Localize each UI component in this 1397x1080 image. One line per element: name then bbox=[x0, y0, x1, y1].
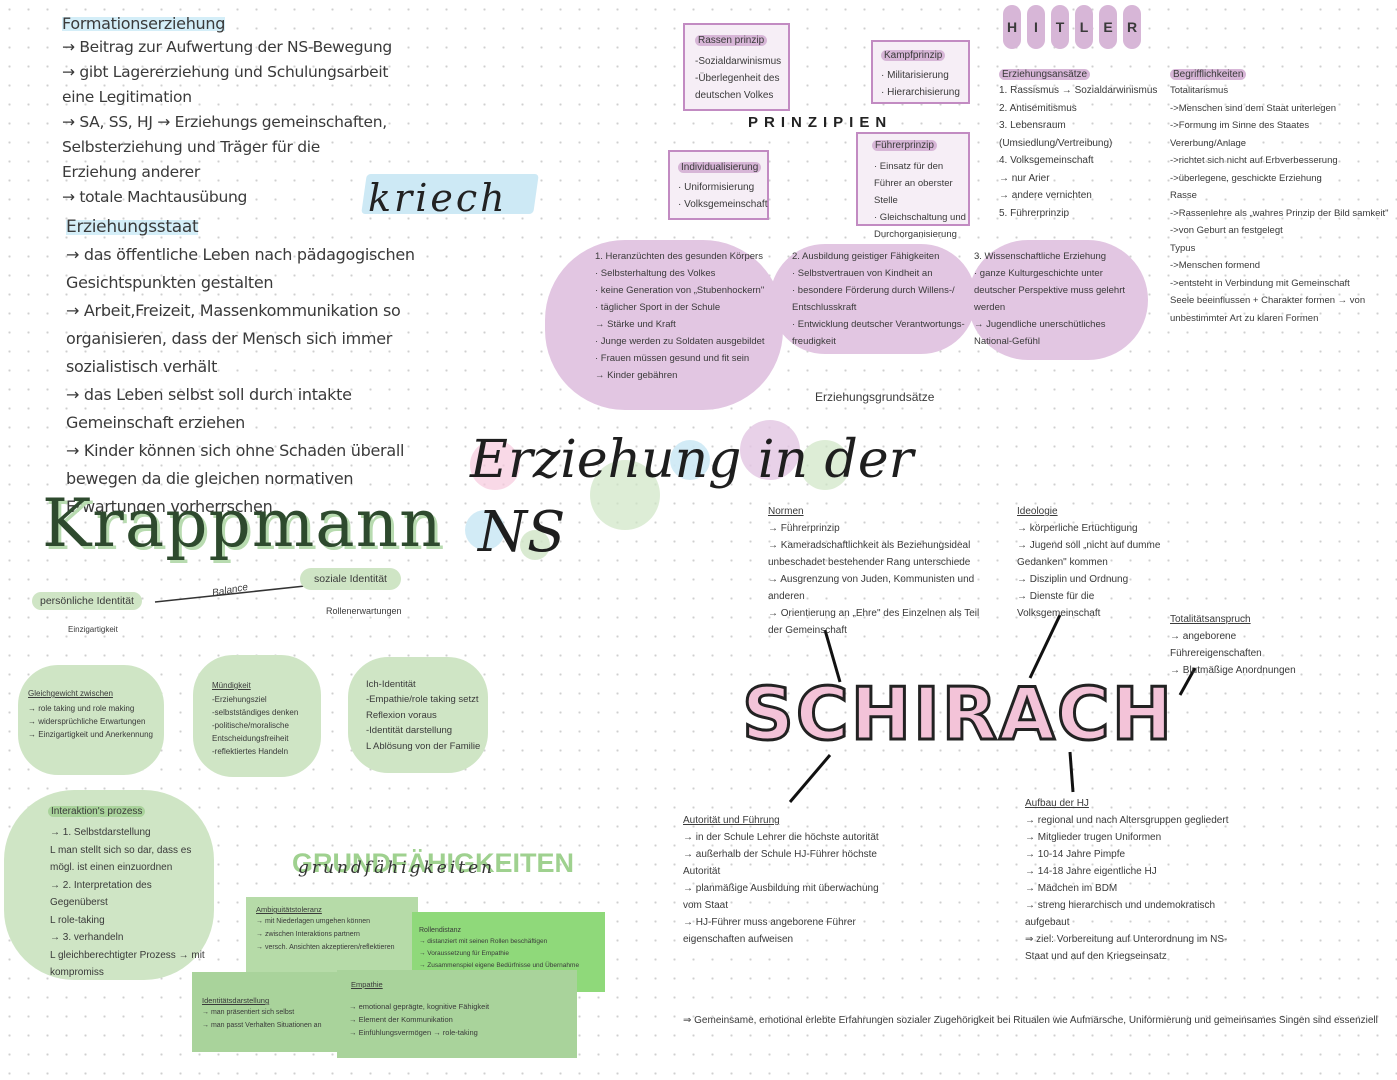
kampfprinzip-box: Kampfprinzip · Militarisierung · Hierarc… bbox=[871, 40, 970, 104]
cloud-body: → 1. Selbstdarstellung L man stellt sich… bbox=[50, 827, 205, 978]
koerper-cloud: 1. Heranzüchten des gesunden Körpers · S… bbox=[545, 240, 783, 410]
identitaetsdarstellung-box: Identitätsdarstellung → man präsentiert … bbox=[192, 972, 340, 1052]
autoritaet-body: → in der Schule Lehrer die höchste autor… bbox=[683, 832, 879, 945]
box-title: Identitätsdarstellung bbox=[202, 996, 270, 1005]
cloud-body: -Empathie/role taking setzt Reflexion vo… bbox=[366, 694, 481, 752]
gleichgewicht-cloud: Gleichgewicht zwischen → role taking und… bbox=[18, 665, 164, 775]
cloud-body: 3. Wissenschaftliche Erziehung · ganze K… bbox=[974, 251, 1126, 347]
schirach-title: SCHIRACH bbox=[740, 671, 1175, 758]
box-title: Individualisierung bbox=[678, 162, 762, 173]
box-body: · Einsatz für den Führer an oberster Ste… bbox=[874, 161, 966, 240]
autoritaet-heading: Autorität und Führung bbox=[683, 815, 780, 826]
fuehrerprinzip-box: Führerprinzip · Einsatz für den Führer a… bbox=[856, 132, 970, 240]
box-title: Rassen prinzip bbox=[695, 35, 768, 46]
box-title: Empathie bbox=[351, 980, 383, 989]
cloud-title: Mündigkeit bbox=[212, 681, 251, 690]
hitler-letter: H bbox=[1003, 5, 1021, 49]
footer-note: ⇒ Gemeinsame, emotional erlebte Erfahrun… bbox=[683, 1015, 1378, 1026]
ansaetze-heading: Erziehungsansätze bbox=[999, 69, 1091, 80]
box-body: · Militarisierung · Hierarchisierung bbox=[881, 70, 960, 98]
ideologie-heading: Ideologie bbox=[1017, 506, 1058, 517]
box-body: → mit Niederlagen umgehen können → zwisc… bbox=[256, 918, 395, 951]
krieck-script: kriech bbox=[368, 176, 508, 220]
soziale-identitaet: soziale Identität bbox=[300, 568, 401, 590]
einzigartigkeit-label: Einzigartigkeit bbox=[68, 625, 118, 634]
erziehungsstaat-section: Erziehungsstaat → das öffentliche Leben … bbox=[66, 217, 446, 521]
normen-body: → Führerprinzip → Kameradschaftlichkeit … bbox=[768, 523, 980, 636]
normen-section: Normen → Führerprinzip → Kameradschaftli… bbox=[768, 503, 993, 639]
ich-identitaet-cloud: Ich-Identität -Empathie/role taking setz… bbox=[348, 657, 488, 773]
normen-heading: Normen bbox=[768, 506, 804, 517]
schirach-connectors bbox=[788, 614, 1197, 803]
cloud-body: -Erziehungsziel -selbstständiges denken … bbox=[212, 695, 299, 756]
total-body: → angeborene Führereigenschaften → Blutm… bbox=[1170, 631, 1296, 676]
erziehungsgrundsaetze-label: Erziehungsgrundsätze bbox=[815, 390, 935, 404]
cloud-title: Interaktion's prozess bbox=[48, 806, 146, 817]
individualisierung-box: Individualisierung · Uniformisierung · V… bbox=[668, 150, 769, 220]
rollen-label: Rollenerwartungen bbox=[326, 606, 402, 616]
formation-body: → Beitrag zur Aufwertung der NS-Bewegung… bbox=[62, 38, 392, 206]
prinzipien-label: PRINZIPIEN bbox=[748, 114, 893, 131]
aufbau-body: → regional und nach Altersgruppen geglie… bbox=[1025, 815, 1229, 962]
box-body: → emotional geprägte, kognitive Fähigkei… bbox=[349, 1002, 490, 1037]
box-title: Führerprinzip bbox=[872, 140, 937, 151]
hitler-letter: T bbox=[1051, 5, 1069, 49]
erziehungsstaat-body: → das öffentliche Leben nach pädagogisch… bbox=[66, 245, 415, 516]
box-title: Rollendistanz bbox=[419, 927, 462, 934]
hitler-letter: I bbox=[1027, 5, 1045, 49]
begriff-body: Totalitarismus ->Menschen sind dem Staat… bbox=[1170, 85, 1389, 324]
cloud-title: Ich-Identität bbox=[366, 679, 416, 690]
empathie-box: Empathie → emotional geprägte, kognitive… bbox=[337, 970, 577, 1058]
begrifflichkeiten: Begrifflichkeiten Totalitarismus ->Mensc… bbox=[1170, 64, 1392, 327]
title-bubbles bbox=[460, 410, 860, 560]
ansaetze-body: 1. Rassismus → Sozialdarwinismus 2. Anti… bbox=[999, 85, 1158, 219]
aufbau-section: Aufbau der HJ → regional und nach Alters… bbox=[1025, 795, 1235, 965]
krieck-title: kriech bbox=[361, 168, 552, 224]
hitler-title: H I T L E R bbox=[1003, 5, 1141, 49]
autoritaet-section: Autorität und Führung → in der Schule Le… bbox=[683, 812, 893, 948]
ambiguitaet-box: Ambiguitätstoleranz → mit Niederlagen um… bbox=[246, 897, 418, 975]
erziehungsstaat-heading: Erziehungsstaat bbox=[66, 217, 199, 237]
total-heading: Totalitätsanspruch bbox=[1170, 614, 1251, 625]
begriff-heading: Begrifflichkeiten bbox=[1170, 69, 1247, 80]
cloud-body: 2. Ausbildung geistiger Fähigkeiten · Se… bbox=[792, 251, 965, 347]
krappmann-title: Krappmann bbox=[42, 485, 443, 562]
hitler-letter: E bbox=[1099, 5, 1117, 49]
box-body: -Sozialdarwinismus -Überlegenheit des de… bbox=[695, 56, 782, 101]
box-title: Ambiguitätstoleranz bbox=[256, 905, 322, 914]
balance-line bbox=[154, 585, 306, 603]
hitler-letter: L bbox=[1075, 5, 1093, 49]
geist-cloud: 2. Ausbildung geistiger Fähigkeiten · Se… bbox=[770, 244, 976, 354]
persoenliche-identitaet: persönliche Identität bbox=[32, 592, 142, 610]
formation-section: Formationserziehung → Beitrag zur Aufwer… bbox=[62, 14, 392, 210]
cloud-body: 1. Heranzüchten des gesunden Körpers · S… bbox=[595, 251, 765, 381]
erziehungsansaetze: Erziehungsansätze 1. Rassismus → Soziald… bbox=[999, 64, 1174, 222]
cloud-title: Gleichgewicht zwischen bbox=[28, 689, 113, 698]
hitler-letter: R bbox=[1123, 5, 1141, 49]
wissenschaft-cloud: 3. Wissenschaftliche Erziehung · ganze K… bbox=[968, 240, 1148, 360]
ideologie-section: Ideologie → körperliche Ertüchtigung → J… bbox=[1017, 503, 1177, 622]
box-body: → man präsentiert sich selbst → man pass… bbox=[202, 1009, 322, 1029]
ideologie-body: → körperliche Ertüchtigung → Jugend soll… bbox=[1017, 523, 1161, 619]
box-body: · Uniformisierung · Volksgemeinschaft bbox=[678, 182, 768, 210]
main-title-line1: Erziehung in der bbox=[470, 430, 914, 490]
aufbau-heading: Aufbau der HJ bbox=[1025, 798, 1089, 809]
totalitaet-section: Totalitätsanspruch → angeborene Führerei… bbox=[1170, 611, 1330, 679]
box-title: Kampfprinzip bbox=[881, 50, 946, 61]
muendigkeit-cloud: Mündigkeit -Erziehungsziel -selbstständi… bbox=[193, 655, 321, 777]
rassenprinzip-box: Rassen prinzip -Sozialdarwinismus -Überl… bbox=[683, 23, 790, 111]
grundfaehigkeiten-label: GRUNDFÄHIGKEITEN bbox=[292, 848, 574, 878]
formation-heading: Formationserziehung bbox=[62, 14, 226, 33]
interaktion-cloud: Interaktion's prozess → 1. Selbstdarstel… bbox=[4, 790, 214, 980]
main-title-line2: NS bbox=[478, 500, 566, 565]
grundfaehigkeiten-script: grundfähigkeiten bbox=[298, 858, 496, 878]
grundfaehigkeiten-title: GRUNDFÄHIGKEITEN grundfähigkeiten bbox=[292, 848, 574, 888]
cloud-body: → role taking und role making → widerspr… bbox=[28, 704, 153, 739]
